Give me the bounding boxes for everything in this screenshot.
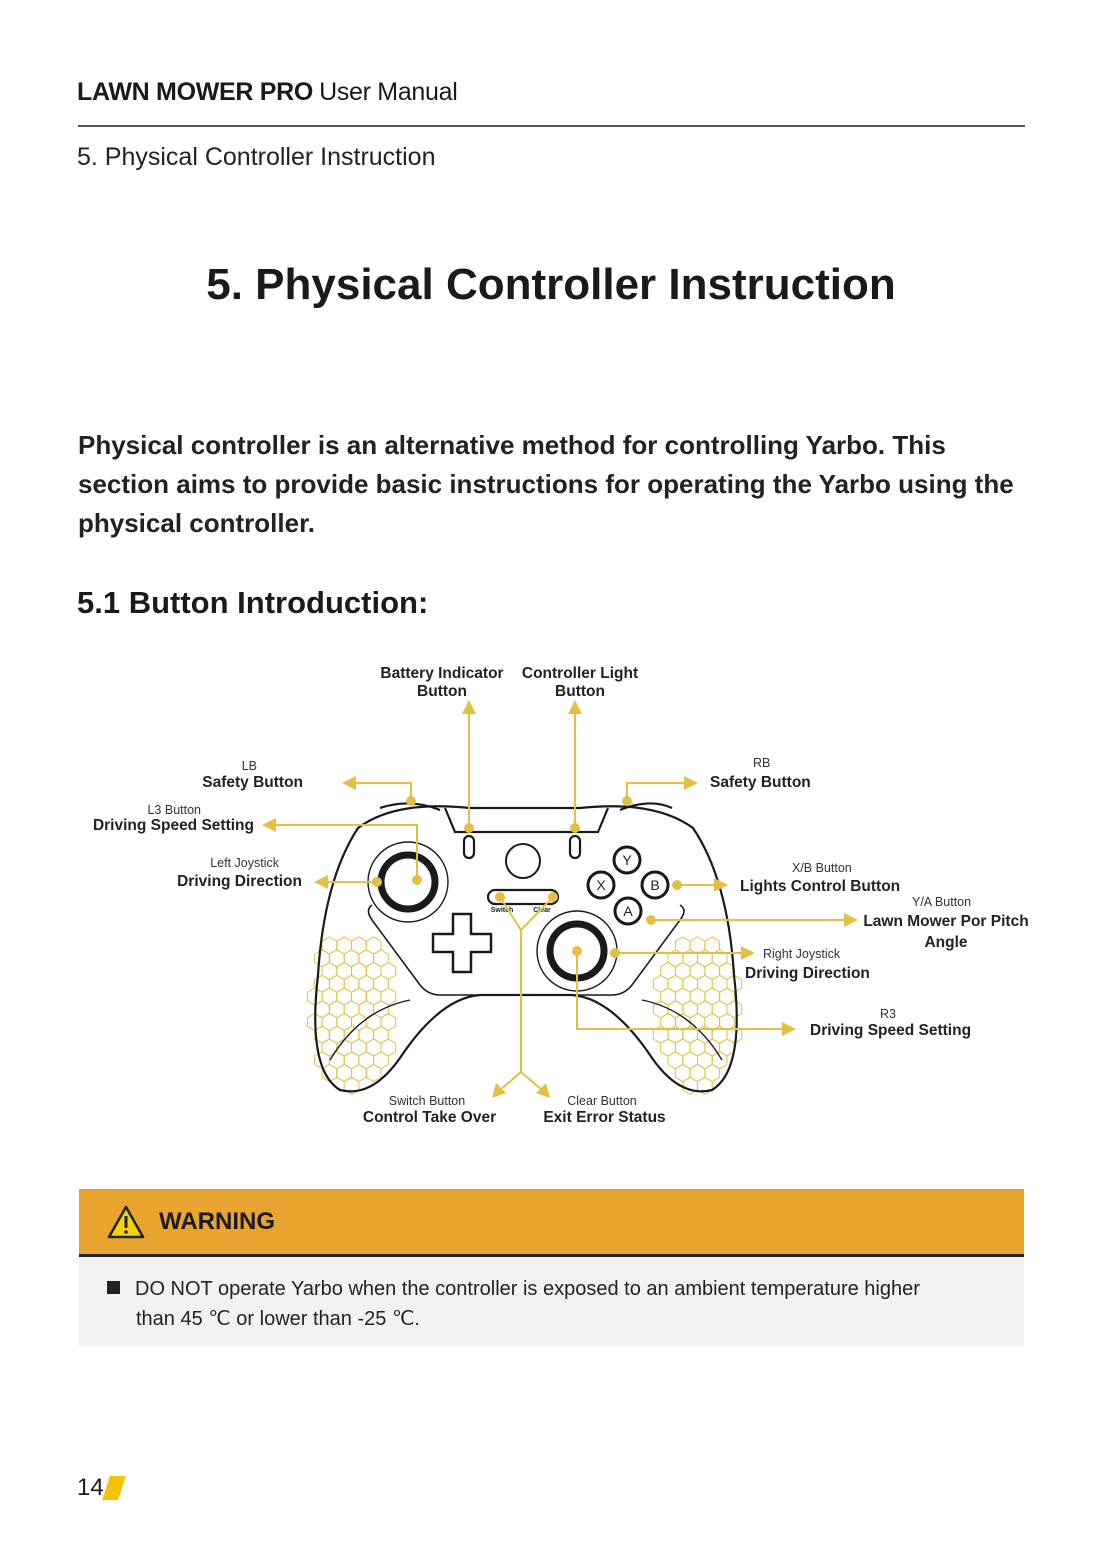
grip-hexagon [365, 1063, 382, 1083]
grip-hex-pattern [306, 936, 743, 1095]
label-ya: Lawn Mower Por Pitch Angle [863, 913, 1029, 951]
bullet-icon [107, 1281, 120, 1294]
warning-text-line2: than 45 ℃ or lower than -25 ℃. [136, 1308, 420, 1330]
label-xb: Lights Control Button [740, 878, 901, 895]
brand: LAWN MOWER PRO [77, 78, 314, 106]
label-clear: Exit Error Status [543, 1109, 666, 1126]
manual-label: User Manual [319, 78, 458, 106]
label-ya-small: Y/A Button [912, 895, 972, 909]
clear-button-text: Clear [533, 907, 551, 914]
warning-triangle-icon [107, 1205, 145, 1238]
warning-body: DO NOT operate Yarbo when the controller… [79, 1257, 1024, 1346]
warning-text-line1: DO NOT operate Yarbo when the controller… [135, 1278, 920, 1300]
a-button-glyph: A [623, 903, 633, 919]
label-lb-small: LB [241, 759, 257, 773]
label-left-joystick: Driving Direction [177, 873, 302, 890]
label-rb: Safety Button [710, 774, 811, 791]
warning-header: WARNING [79, 1189, 1024, 1257]
label-clear-small: Clear Button [567, 1094, 637, 1108]
section-breadcrumb: 5. Physical Controller Instruction [77, 143, 436, 171]
page-title: 5. Physical Controller Instruction [206, 260, 896, 309]
label-l3: Driving Speed Setting [92, 817, 254, 834]
label-r3: Driving Speed Setting [810, 1022, 972, 1039]
label-right-joystick: Driving Direction [745, 965, 870, 982]
intro-paragraph: Physical controller is an alternative me… [78, 430, 1014, 538]
label-right-joystick-small: Right Joystick [763, 947, 841, 961]
x-button-glyph: X [596, 877, 606, 893]
controller-outline [314, 802, 738, 1093]
switch-button-text: Switch [491, 907, 514, 914]
label-left-joystick-small: Left Joystick [210, 856, 279, 870]
page-number: 14 [77, 1474, 104, 1501]
label-switch: Control Take Over [362, 1109, 497, 1126]
label-switch-small: Switch Button [388, 1094, 466, 1108]
y-button-glyph: Y [622, 852, 632, 868]
warning-title: WARNING [159, 1207, 275, 1235]
label-lb: Safety Button [202, 774, 303, 791]
label-r3-small: R3 [880, 1007, 896, 1021]
arrowheads-and-dots [262, 700, 858, 1098]
label-xb-small: X/B Button [792, 861, 852, 875]
leader-lines [272, 705, 848, 1091]
section-heading: 5.1 Button Introduction: [77, 585, 429, 620]
label-battery-indicator: Battery Indicator Button [380, 665, 504, 700]
header-divider [78, 125, 1025, 127]
label-l3-small: L3 Button [147, 803, 201, 817]
label-controller-light: Controller Light Button [521, 665, 639, 700]
b-button-glyph: B [650, 877, 659, 893]
label-rb-small: RB [753, 756, 771, 770]
